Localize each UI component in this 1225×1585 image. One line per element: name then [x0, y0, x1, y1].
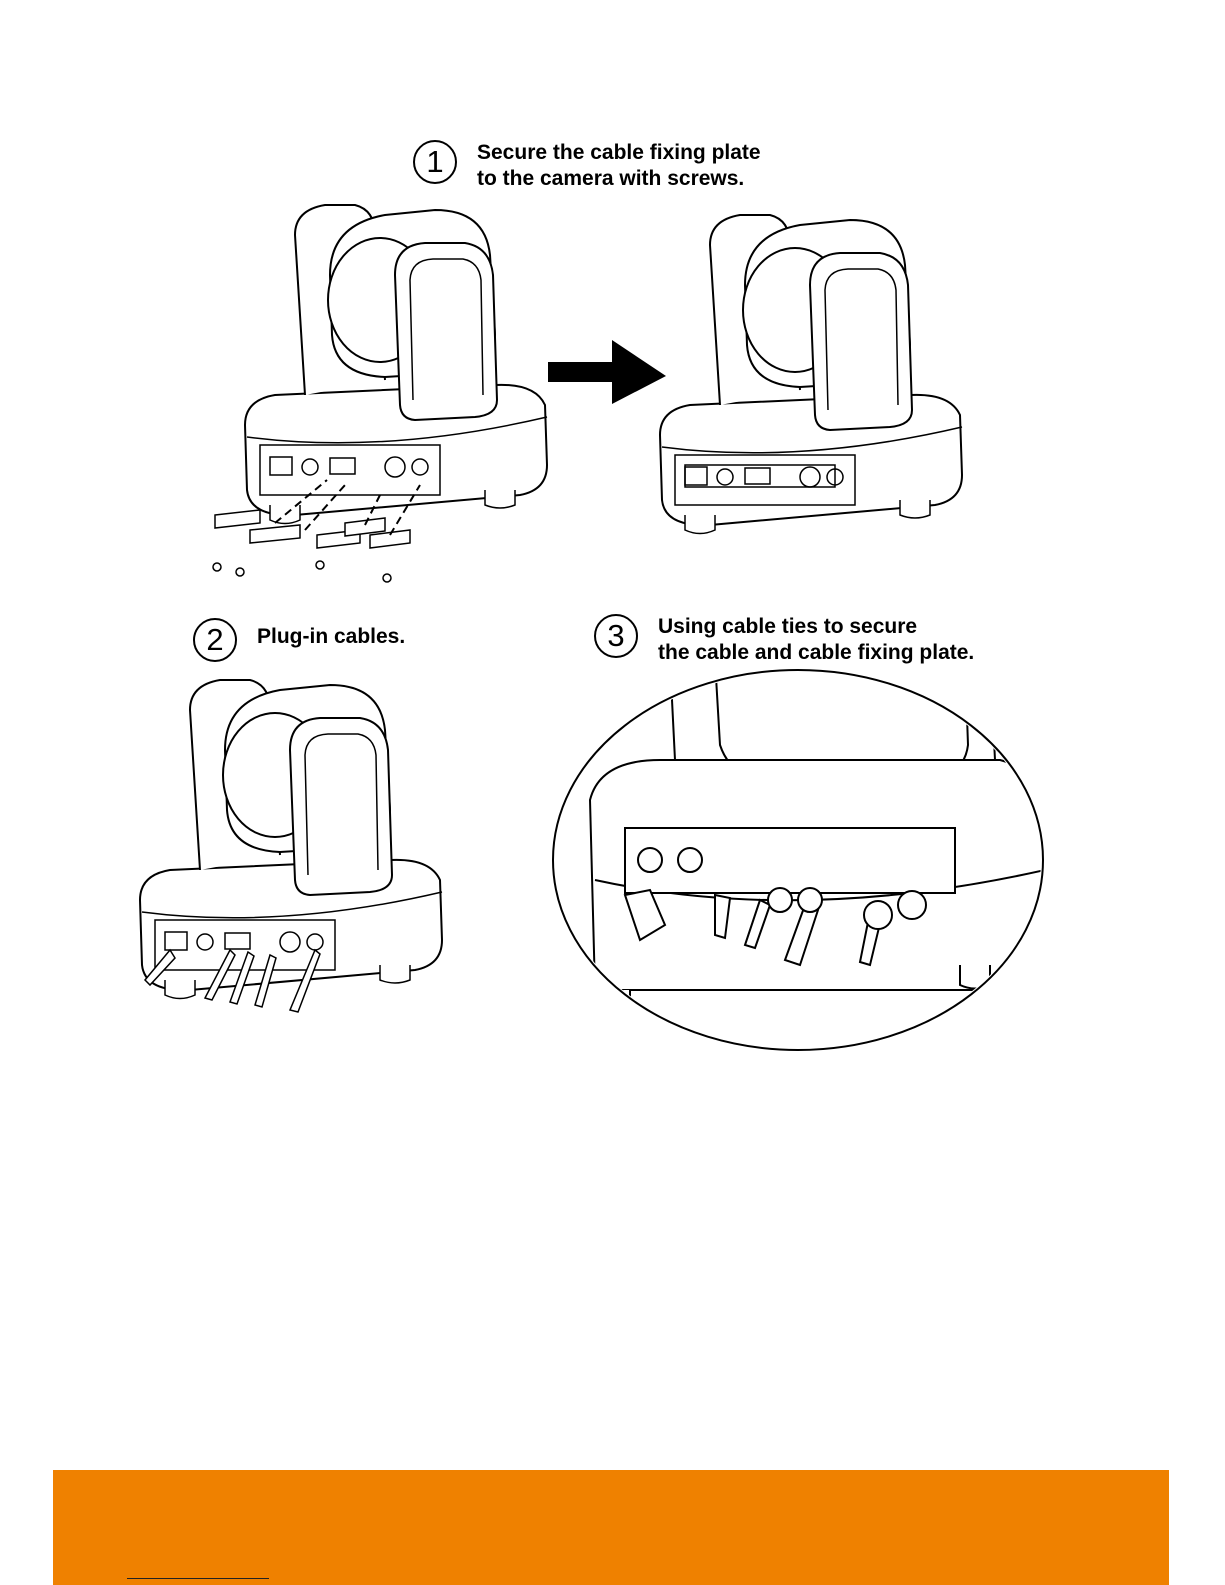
camera-illustration-step1-right — [660, 215, 962, 534]
step-1: 1 Secure the cable fixing plate to the c… — [413, 140, 761, 192]
step-instruction: Using cable ties to secure the cable and… — [658, 614, 974, 666]
step-number-badge: 1 — [413, 140, 457, 184]
installation-illustrations — [0, 0, 1225, 1470]
step-3: 3 Using cable ties to secure the cable a… — [594, 614, 974, 666]
step-instruction: Plug-in cables. — [257, 624, 405, 650]
step-instruction: Secure the cable fixing plate to the cam… — [477, 140, 761, 192]
step-number-badge: 2 — [193, 618, 237, 662]
step-2: 2 Plug-in cables. — [193, 618, 405, 662]
camera-illustration-step1-left — [213, 205, 547, 582]
step-number-badge: 3 — [594, 614, 638, 658]
footer-rule — [127, 1578, 269, 1579]
camera-illustration-step2 — [140, 680, 442, 1012]
arrow-icon — [548, 340, 666, 404]
detail-zoom-step3 — [553, 660, 1045, 1050]
footer-bar — [53, 1470, 1169, 1585]
